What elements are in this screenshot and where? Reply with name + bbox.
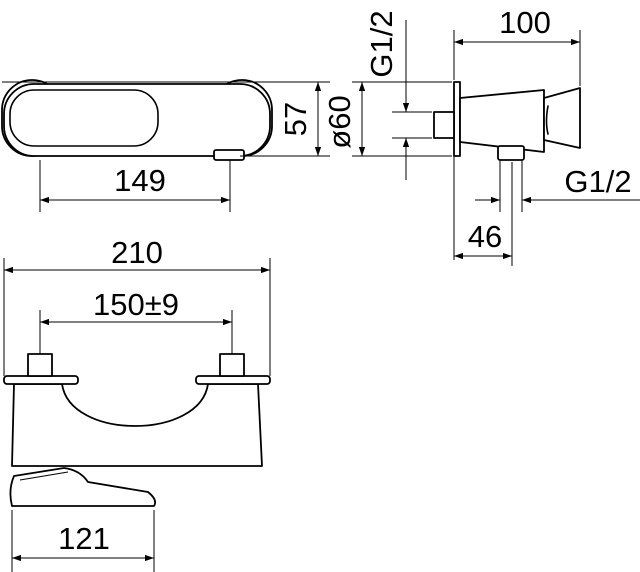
- front-view-flange-right: [195, 375, 271, 385]
- top-view-spout-tip: [213, 149, 245, 161]
- top-view-body: [3, 83, 271, 157]
- side-view-handle-cap: [543, 87, 581, 149]
- side-view-inlet-fitting: [433, 111, 455, 139]
- dim-top-width: 149: [114, 163, 166, 198]
- top-view-control-panel: [9, 89, 159, 147]
- front-view-spout: [9, 467, 157, 507]
- dim-top-height: 57: [278, 102, 313, 136]
- front-view-flange-left: [3, 375, 79, 385]
- dim-side-offset: 46: [468, 219, 502, 254]
- dim-side-diameter: ø60: [322, 95, 357, 148]
- dim-side-thread-horizontal: G1/2: [564, 164, 631, 199]
- top-view: 149 57: [1, 79, 330, 212]
- front-view-connector-right: [219, 353, 245, 377]
- front-view: 210 150±9 121: [3, 235, 271, 572]
- front-view-connector-left: [27, 353, 53, 377]
- dim-side-depth: 100: [499, 5, 551, 40]
- side-view-outlet-nut: [497, 145, 525, 161]
- side-view-body: [459, 89, 545, 153]
- dim-front-centers: 150±9: [93, 287, 179, 322]
- side-view: 100 ø60 G1/2 G1/2 46: [322, 5, 640, 266]
- dim-front-spout: 121: [58, 521, 110, 556]
- dim-front-width: 210: [111, 235, 163, 270]
- dim-side-thread-vertical: G1/2: [364, 10, 399, 77]
- front-view-mixer-body: [11, 383, 263, 467]
